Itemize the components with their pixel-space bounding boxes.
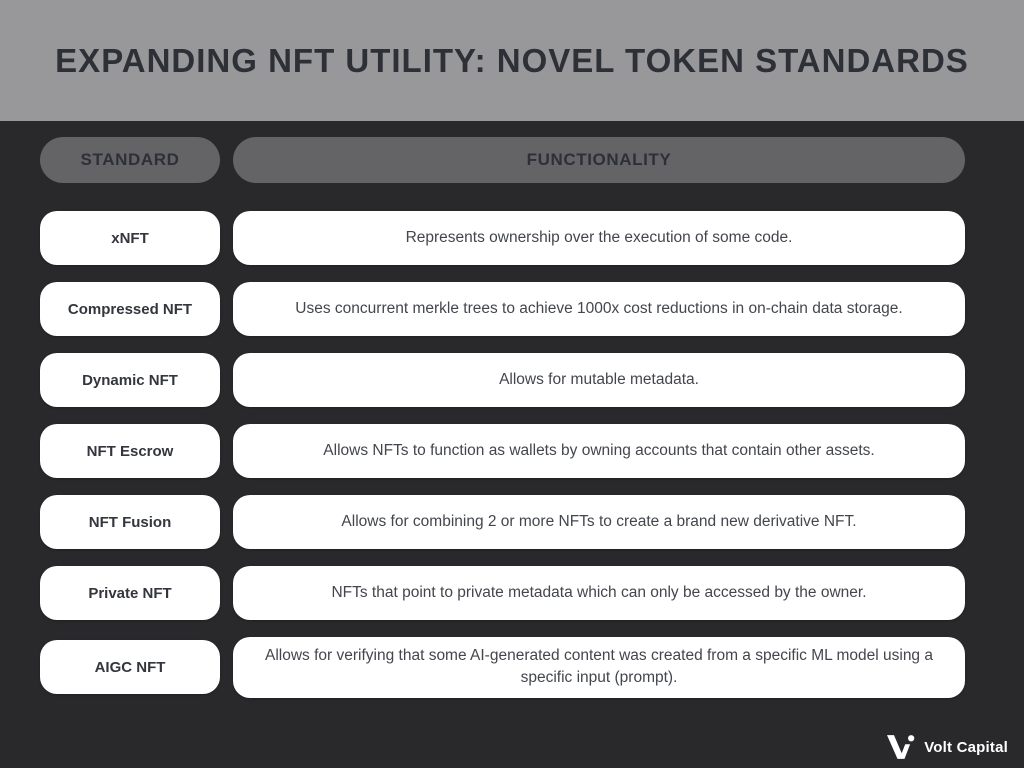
footer-brand: Volt Capital <box>887 734 1008 760</box>
functionality-cell: Represents ownership over the execution … <box>233 211 965 265</box>
column-header-standard: STANDARD <box>40 137 220 183</box>
standards-table: STANDARD FUNCTIONALITY xNFT Represents o… <box>0 121 1024 698</box>
table-header-row: STANDARD FUNCTIONALITY <box>40 137 965 183</box>
table-row: NFT Escrow Allows NFTs to function as wa… <box>40 424 965 478</box>
standard-cell: Compressed NFT <box>40 282 220 336</box>
functionality-cell: Uses concurrent merkle trees to achieve … <box>233 282 965 336</box>
functionality-cell: Allows NFTs to function as wallets by ow… <box>233 424 965 478</box>
standard-cell: NFT Escrow <box>40 424 220 478</box>
page-title: EXPANDING NFT UTILITY: NOVEL TOKEN STAND… <box>55 41 969 79</box>
standard-cell: NFT Fusion <box>40 495 220 549</box>
column-header-functionality: FUNCTIONALITY <box>233 137 965 183</box>
table-row: NFT Fusion Allows for combining 2 or mor… <box>40 495 965 549</box>
standard-cell: xNFT <box>40 211 220 265</box>
title-banner: EXPANDING NFT UTILITY: NOVEL TOKEN STAND… <box>0 0 1024 121</box>
functionality-cell: Allows for mutable metadata. <box>233 353 965 407</box>
standard-cell: Dynamic NFT <box>40 353 220 407</box>
standard-cell: AIGC NFT <box>40 640 220 695</box>
functionality-cell: NFTs that point to private metadata whic… <box>233 566 965 620</box>
functionality-cell: Allows for combining 2 or more NFTs to c… <box>233 495 965 549</box>
table-row: AIGC NFT Allows for verifying that some … <box>40 637 965 698</box>
table-row: xNFT Represents ownership over the execu… <box>40 211 965 265</box>
table-row: Compressed NFT Uses concurrent merkle tr… <box>40 282 965 336</box>
table-row: Private NFT NFTs that point to private m… <box>40 566 965 620</box>
brand-name: Volt Capital <box>924 738 1008 756</box>
volt-v-logo-icon <box>887 734 915 760</box>
standard-cell: Private NFT <box>40 566 220 620</box>
table-row: Dynamic NFT Allows for mutable metadata. <box>40 353 965 407</box>
functionality-cell: Allows for verifying that some AI-genera… <box>233 637 965 698</box>
